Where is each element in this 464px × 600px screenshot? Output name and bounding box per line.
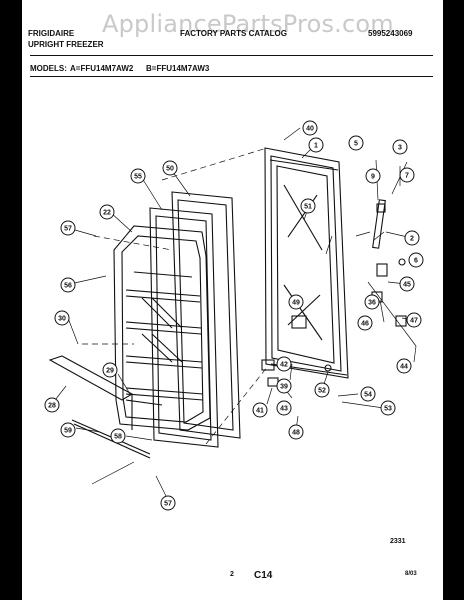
- models-rule: [30, 76, 433, 77]
- callout-1: 1: [308, 137, 324, 153]
- door-liner-frame: [149, 207, 219, 448]
- model-b: B=FFU14M7AW3: [146, 64, 210, 73]
- callout-50: 50: [162, 160, 178, 176]
- svg-text:6: 6: [414, 258, 418, 265]
- svg-text:46: 46: [361, 321, 369, 328]
- svg-text:36: 36: [368, 300, 376, 307]
- callout-47: 47: [406, 312, 422, 328]
- alignment-lines: [82, 147, 269, 445]
- svg-text:53: 53: [384, 406, 392, 413]
- svg-text:50: 50: [166, 166, 174, 173]
- callout-55: 55: [130, 168, 146, 184]
- svg-text:57: 57: [164, 501, 172, 508]
- svg-text:56: 56: [64, 283, 72, 290]
- svg-text:48: 48: [292, 430, 300, 437]
- svg-text:45: 45: [403, 282, 411, 289]
- leader-lines: [51, 127, 417, 501]
- svg-text:41: 41: [256, 408, 264, 415]
- svg-text:30: 30: [58, 316, 66, 323]
- svg-text:39: 39: [280, 384, 288, 391]
- callout-43: 43: [276, 400, 292, 416]
- callout-44: 44: [396, 358, 412, 374]
- outer-door-panel: [264, 147, 349, 379]
- callout-36: 36: [364, 294, 380, 310]
- svg-text:54: 54: [364, 392, 372, 399]
- callout-54: 54: [360, 386, 376, 402]
- svg-text:1: 1: [314, 143, 318, 150]
- callout-28: 28: [44, 397, 60, 413]
- svg-text:29: 29: [106, 368, 114, 375]
- callout-49: 49: [288, 294, 304, 310]
- callout-59: 59: [60, 422, 76, 438]
- section-code: C14: [254, 570, 273, 581]
- catalog-title: FACTORY PARTS CATALOG: [180, 29, 287, 38]
- page-number: 2: [230, 571, 234, 578]
- svg-text:7: 7: [405, 173, 409, 180]
- svg-text:40: 40: [306, 126, 314, 133]
- callout-58: 58: [110, 428, 126, 444]
- svg-text:3: 3: [398, 145, 402, 152]
- model-a: A=FFU14M7AW2: [70, 64, 134, 73]
- callout-3: 3: [392, 139, 408, 155]
- parts-catalog-page: AppliancePartsPros.com FRIGIDAIRE UPRIGH…: [22, 0, 443, 600]
- callout-51: 51: [300, 198, 316, 214]
- inner-door-liner: [113, 225, 211, 431]
- print-date: 8/03: [405, 571, 417, 577]
- callout-52: 52: [314, 382, 330, 398]
- callout-57-top: 57: [60, 220, 76, 236]
- callout-5: 5: [348, 135, 364, 151]
- header-rule: [30, 55, 433, 56]
- callout-9: 9: [365, 168, 381, 184]
- product-label: UPRIGHT FREEZER: [28, 40, 104, 49]
- callouts: 40 1 5 50 55 3 9 7 22 51 2 57 6 56 49 45…: [44, 120, 424, 511]
- callout-57-bottom: 57: [160, 495, 176, 511]
- svg-text:52: 52: [318, 388, 326, 395]
- svg-text:49: 49: [292, 300, 300, 307]
- svg-text:55: 55: [134, 174, 142, 181]
- svg-text:47: 47: [410, 318, 418, 325]
- svg-text:2: 2: [410, 236, 414, 243]
- svg-text:5: 5: [354, 141, 358, 148]
- callout-39: 39: [276, 378, 292, 394]
- svg-text:22: 22: [103, 210, 111, 217]
- callout-46: 46: [357, 315, 373, 331]
- door-gasket: [171, 191, 241, 439]
- callout-48: 48: [288, 424, 304, 440]
- brand-label: FRIGIDAIRE: [28, 29, 75, 38]
- callout-29: 29: [102, 362, 118, 378]
- callout-53: 53: [380, 400, 396, 416]
- exploded-diagram: 40 1 5 50 55 3 9 7 22 51 2 57 6 56 49 45…: [44, 120, 424, 511]
- svg-text:9: 9: [371, 174, 375, 181]
- callout-42: 42: [276, 356, 292, 372]
- svg-text:28: 28: [48, 403, 56, 410]
- callout-6: 6: [408, 252, 424, 268]
- svg-text:59: 59: [64, 428, 72, 435]
- svg-text:42: 42: [280, 362, 288, 369]
- catalog-number: 5995243069: [368, 29, 413, 38]
- callout-30: 30: [54, 310, 70, 326]
- svg-text:51: 51: [304, 204, 312, 211]
- callout-41: 41: [252, 402, 268, 418]
- svg-text:57: 57: [64, 226, 72, 233]
- callout-2: 2: [404, 230, 420, 246]
- callout-40: 40: [302, 120, 318, 136]
- callout-22: 22: [99, 204, 115, 220]
- svg-text:58: 58: [114, 434, 122, 441]
- callout-7: 7: [399, 167, 415, 183]
- svg-text:44: 44: [400, 364, 408, 371]
- callout-56: 56: [60, 277, 76, 293]
- watermark: AppliancePartsPros.com: [102, 10, 394, 38]
- models-label: MODELS:: [30, 64, 67, 73]
- callout-45: 45: [399, 276, 415, 292]
- figure-code: 2331: [390, 538, 406, 545]
- svg-text:43: 43: [280, 406, 288, 413]
